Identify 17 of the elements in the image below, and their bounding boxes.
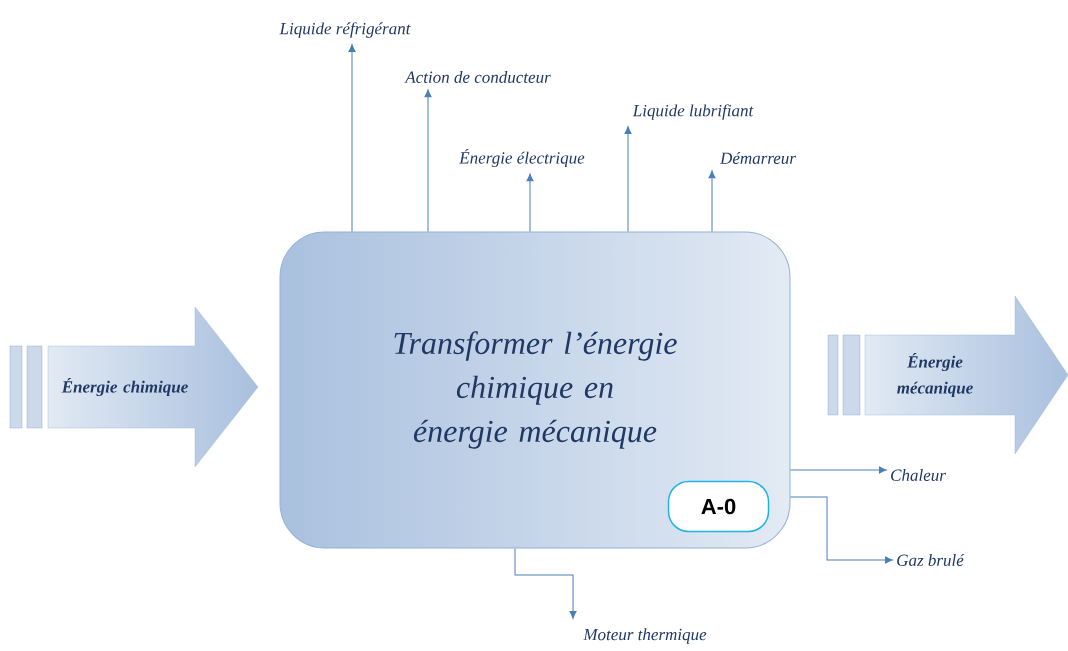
arrow: [514, 548, 577, 619]
flow-label: Énergie électrique: [459, 148, 585, 168]
flow-label: Démarreur: [719, 152, 796, 164]
arrow: [624, 126, 632, 232]
arrow: [790, 496, 893, 564]
flow-label: Gaz brulé: [897, 554, 965, 566]
flow-label: Liquide réfrigérant: [279, 22, 411, 38]
arrow: [424, 89, 432, 232]
arrow: [526, 173, 534, 232]
flow-label: Action de conducteur: [404, 71, 551, 83]
flow-label: Liquide lubrifiant: [632, 104, 754, 120]
flow-label: Moteur thermique: [583, 628, 707, 644]
diagram-tag: A-0: [667, 480, 770, 533]
flow-label: Chaleur: [891, 469, 946, 481]
arrow: [708, 170, 716, 232]
arrow: [790, 466, 887, 474]
arrow: [348, 44, 356, 232]
